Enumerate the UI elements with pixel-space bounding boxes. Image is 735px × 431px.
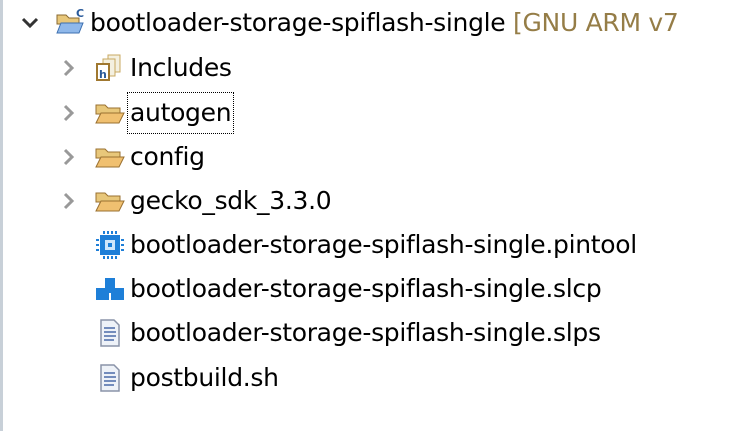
c-project-folder-icon: C [54, 7, 86, 39]
includes-icon: h [94, 52, 126, 84]
svg-text:h: h [99, 68, 107, 81]
tree-item-config[interactable]: config [0, 137, 300, 177]
tree-item-gecko-sdk[interactable]: gecko_sdk_3.3.0 [0, 181, 400, 221]
chevron-right-icon[interactable] [57, 101, 81, 125]
tree-item-label: Includes [130, 53, 232, 82]
project-decoration: [GNU ARM v7 [513, 8, 679, 37]
tree-item-label: bootloader-storage-spiflash-single.pinto… [130, 230, 637, 259]
tree-item-slcp[interactable]: bootloader-storage-spiflash-single.slcp [0, 269, 735, 309]
tree-item-slps[interactable]: bootloader-storage-spiflash-single.slps [0, 313, 735, 353]
tree-item-label: config [130, 142, 205, 171]
chevron-right-icon[interactable] [57, 145, 81, 169]
chevron-right-icon[interactable] [57, 189, 81, 213]
tree-item-label: gecko_sdk_3.3.0 [130, 186, 332, 215]
chevron-right-icon[interactable] [57, 56, 81, 80]
tree-item-label: autogen [126, 92, 235, 134]
tree-item-label: bootloader-storage-spiflash-single.slps [130, 318, 601, 347]
tree-item-pintool[interactable]: bootloader-storage-spiflash-single.pinto… [0, 225, 735, 265]
pintool-icon [94, 229, 126, 261]
tree-item-project-root[interactable]: C bootloader-storage-spiflash-single [GN… [0, 3, 735, 43]
file-icon [94, 362, 126, 394]
slcp-icon [94, 273, 126, 305]
tree-item-label: postbuild.sh [130, 363, 279, 392]
folder-icon [94, 97, 126, 129]
tree-item-label: bootloader-storage-spiflash-single.slcp [130, 274, 602, 303]
svg-text:C: C [76, 7, 84, 20]
folder-icon [94, 141, 126, 173]
folder-icon [94, 185, 126, 217]
view-border [0, 0, 3, 431]
chevron-down-icon[interactable] [18, 11, 42, 35]
file-icon [94, 317, 126, 349]
tree-item-postbuild[interactable]: postbuild.sh [0, 358, 400, 398]
tree-item-includes[interactable]: h Includes [0, 48, 300, 88]
tree-item-autogen[interactable]: autogen [0, 92, 300, 134]
tree-item-label: bootloader-storage-spiflash-single [GNU … [90, 8, 679, 37]
